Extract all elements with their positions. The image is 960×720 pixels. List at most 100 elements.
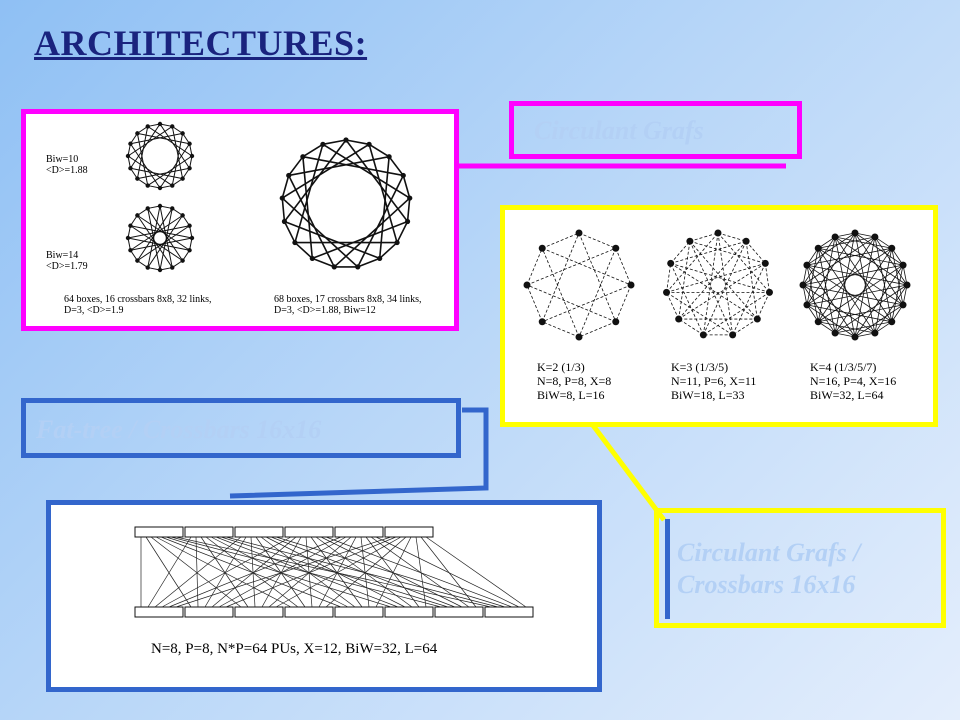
graph-node [309, 255, 315, 262]
graph-edge [322, 139, 347, 146]
graph-node [729, 331, 737, 339]
graph-edge [702, 241, 747, 336]
graph-edge [127, 155, 173, 186]
graph-node [128, 223, 133, 228]
graph-edge [526, 247, 616, 286]
graph-node [170, 183, 175, 188]
graph-edge [302, 143, 324, 158]
graph-edge [817, 236, 876, 322]
graph-node [187, 223, 192, 228]
graph-edge [287, 175, 335, 268]
graph-edge [834, 236, 908, 286]
graph-node [753, 315, 761, 323]
graph-node [831, 233, 839, 241]
graph-node [814, 244, 822, 252]
graph-edge [678, 241, 691, 320]
graph-node [803, 301, 811, 309]
graph-node [128, 141, 133, 146]
fat-tree-callout-text: Fat-tree / Crossbars 16x16 [36, 415, 322, 444]
graph-edge [806, 232, 856, 266]
graph-node [407, 195, 413, 201]
graph-node [871, 329, 879, 337]
graph-edge [666, 232, 719, 293]
fat-tree-link [365, 536, 420, 608]
graph-edge [689, 240, 766, 264]
graph-edge [717, 232, 747, 242]
graph-edge [818, 247, 904, 306]
fat-tree-link [165, 536, 392, 608]
callout-line-2: Crossbars 16x16 [677, 570, 856, 599]
graph-edge [284, 220, 380, 260]
graph-node [355, 264, 361, 270]
circulant-graph-drawings [125, 121, 413, 273]
caption-k3: K=3 (1/3/5) N=11, P=6, X=11 BiW=18, L=33 [671, 360, 757, 402]
graph-node [761, 259, 769, 267]
graph-edge [302, 156, 314, 259]
graph-edge [854, 232, 876, 334]
graph-node [279, 195, 285, 201]
fat-tree-upper-switch [284, 526, 334, 538]
fat-tree-link [270, 536, 456, 608]
graph-edge [130, 143, 161, 189]
fat-tree-caption: N=8, P=8, N*P=64 PUs, X=12, BiW=32, L=64 [151, 641, 438, 657]
circulant-graph [523, 229, 635, 341]
graph-edge [281, 143, 370, 199]
graph-edge [541, 248, 580, 338]
graph-node [180, 258, 185, 263]
graph-edge [345, 139, 370, 146]
graph-edge [854, 236, 876, 338]
graph-node [400, 172, 406, 179]
fat-tree-link [147, 536, 192, 608]
graph-node [128, 166, 133, 171]
graph-node [663, 288, 671, 296]
caption-k4: K=4 (1/3/5/7) N=16, P=4, X=16 BiW=32, L=… [810, 360, 897, 402]
graph-edge [834, 236, 893, 322]
graph-node [135, 258, 140, 263]
graph-node [135, 176, 140, 181]
graph-edge [542, 247, 632, 286]
fat-tree-figure-panel: N=8, P=8, N*P=64 PUs, X=12, BiW=32, L=64 [46, 500, 602, 692]
fat-tree-link [211, 536, 297, 608]
graph-node [686, 237, 694, 245]
graph-edge [689, 240, 758, 320]
graph-node [128, 248, 133, 253]
graph-edge [802, 264, 904, 286]
fat-tree-graph [134, 526, 534, 618]
graph-edge [835, 236, 892, 249]
fat-tree-upper-switch [334, 526, 384, 538]
graph-edge [834, 248, 893, 334]
graph-node [627, 281, 635, 289]
graph-edge [294, 144, 324, 243]
fat-tree-upper-switch [234, 526, 284, 538]
graph-edge [745, 240, 766, 264]
graph-edge [526, 284, 616, 323]
graph-edge [834, 236, 856, 338]
graph-edge [357, 257, 380, 268]
graph-edge [541, 232, 580, 322]
graph-node [404, 218, 411, 225]
caption-k2: K=2 (1/3) N=8, P=8, X=8 BiW=8, L=16 [537, 360, 612, 402]
graph-edge [368, 143, 390, 158]
graph-node [189, 235, 195, 241]
fat-tree-link [425, 536, 527, 608]
fat-tree-link [320, 536, 463, 608]
graph-edge [130, 132, 183, 145]
graph-node [675, 315, 683, 323]
circulant-graph [663, 229, 773, 339]
graph-edge [702, 232, 719, 335]
fat-tree-link [225, 536, 397, 608]
fat-tree-link [360, 536, 370, 608]
fat-tree-link [168, 536, 342, 608]
graph-node [157, 121, 163, 127]
graph-node [187, 141, 192, 146]
graph-edge [745, 241, 758, 320]
graph-node [612, 318, 620, 326]
fat-tree-link [175, 536, 392, 608]
graph-edge [542, 284, 632, 323]
graph-edge [147, 208, 184, 261]
circulant-graph [125, 203, 195, 273]
circulant-graph [799, 229, 911, 341]
graph-edge [312, 220, 408, 260]
graph-edge [281, 175, 290, 199]
graph-edge [818, 247, 904, 266]
